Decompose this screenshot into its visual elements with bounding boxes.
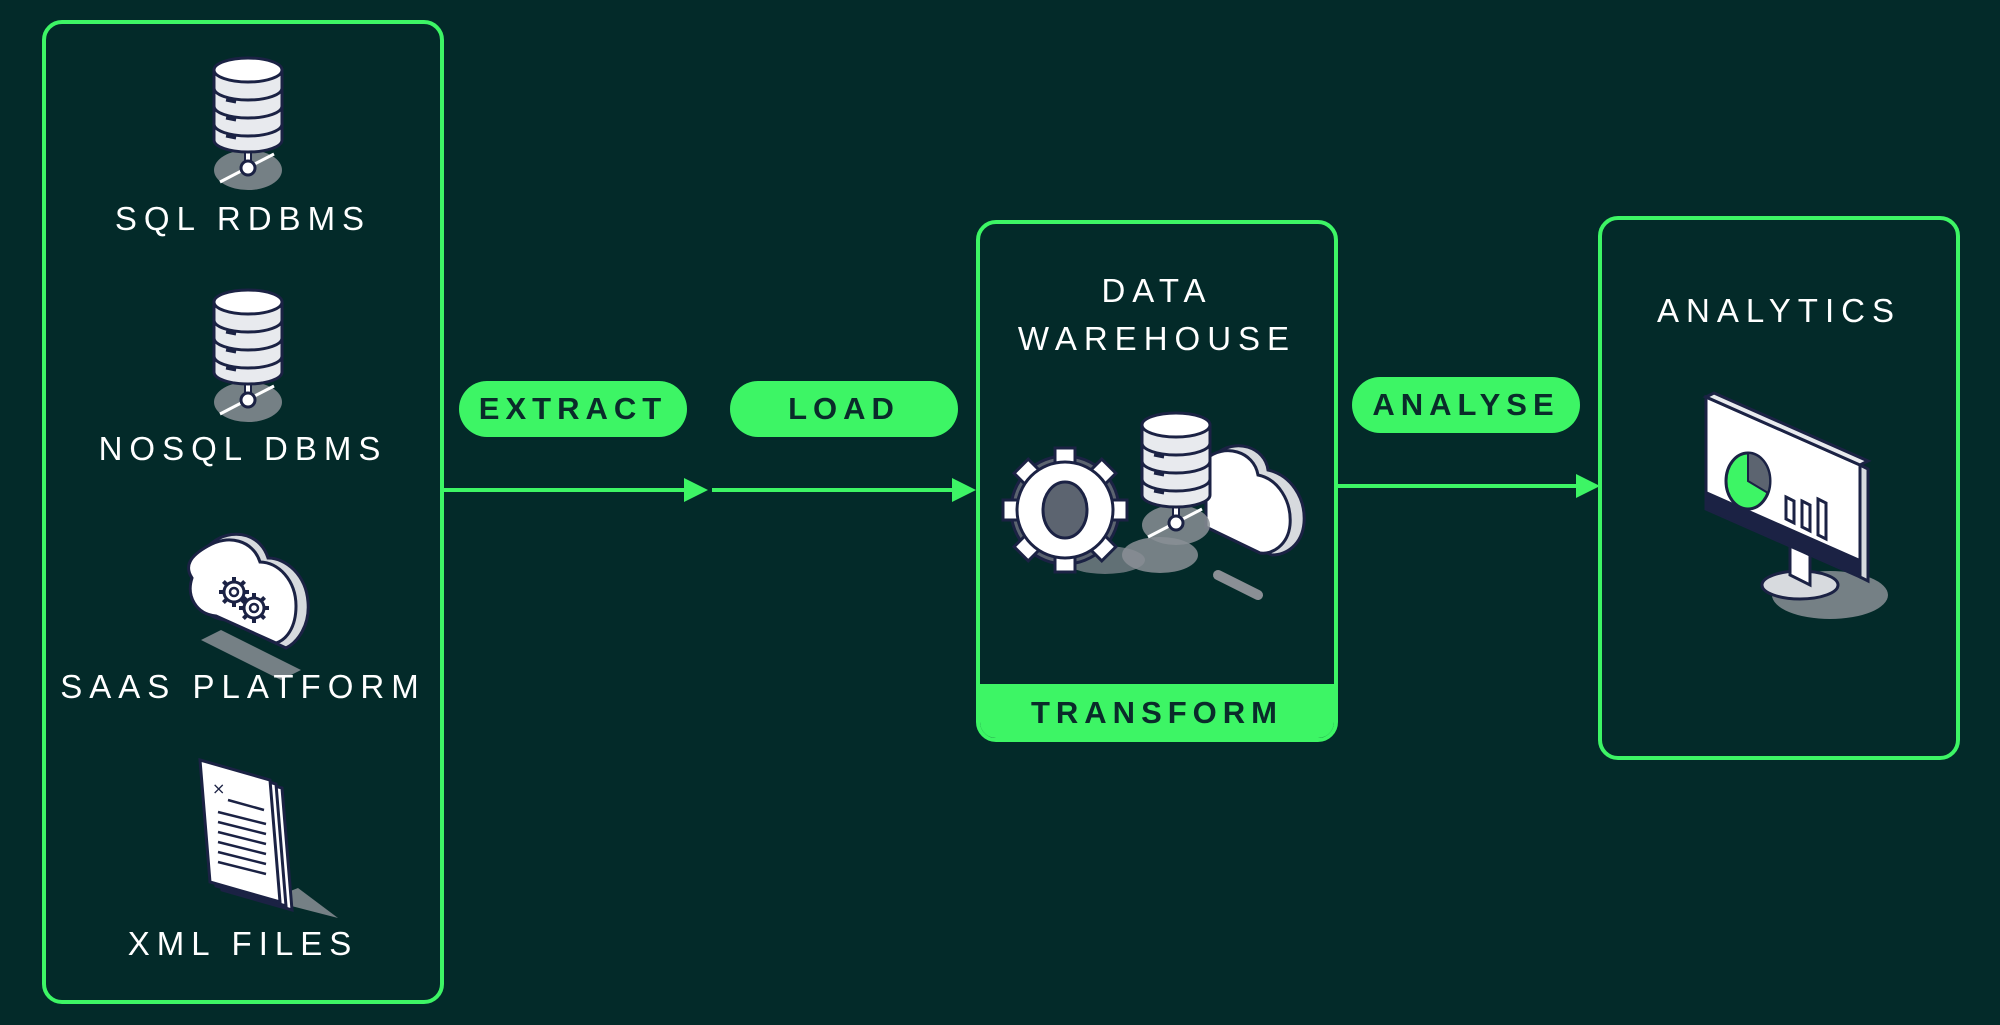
analyse-arrow-head: [1576, 474, 1600, 498]
warehouse-title-line2: WAREHOUSE: [1017, 320, 1297, 357]
data-warehouse-panel: TRANSFORM: [976, 220, 1338, 742]
svg-text:×: ×: [212, 779, 225, 798]
extract-arrow-head: [684, 478, 708, 502]
source-label-xml-files: XML FILES: [127, 925, 359, 962]
analyse-step-pill: ANALYSE: [1352, 377, 1580, 433]
source-label-nosql-dbms: NOSQL DBMS: [98, 430, 388, 467]
warehouse-title-line1: DATA: [1101, 272, 1213, 309]
analytics-title: ANALYTICS: [1657, 292, 1901, 329]
cloud-gears-icon: [187, 532, 310, 680]
transform-step-band: TRANSFORM: [980, 684, 1334, 738]
documents-icon: ×: [198, 757, 338, 918]
load-arrow-head: [952, 478, 976, 502]
analytics-panel: [1598, 216, 1960, 760]
sources-panel: [42, 20, 444, 1004]
source-label-saas-platform: SAAS PLATFORM: [60, 668, 426, 705]
source-label-sql-rdbms: SQL RDBMS: [114, 200, 372, 237]
monitor-chart-icon: [1702, 391, 1888, 619]
gear-database-cloud-icon: [1001, 411, 1306, 600]
extract-step-pill: EXTRACT: [459, 381, 687, 437]
load-step-pill: LOAD: [730, 381, 958, 437]
